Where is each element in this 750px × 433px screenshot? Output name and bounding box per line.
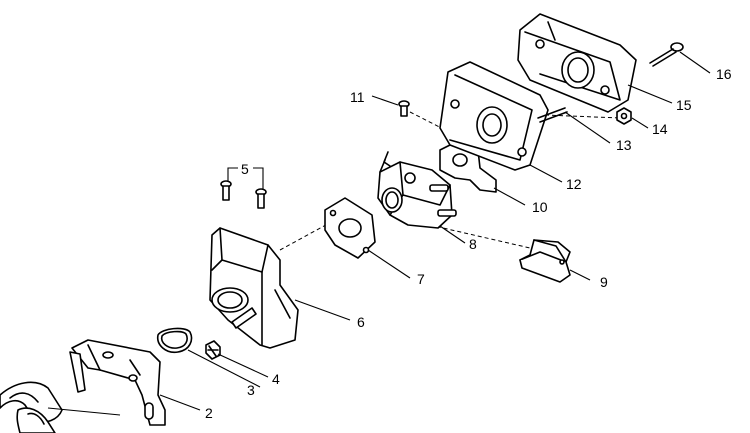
carburetor-bracket-part [69, 339, 166, 426]
callout-14: 14 [652, 121, 668, 137]
callout-16: 16 [716, 66, 732, 82]
air-filter-cover-part [517, 13, 637, 113]
nut-small-part [616, 107, 632, 125]
leader-lines [47, 51, 711, 416]
callout-15: 15 [676, 97, 692, 113]
callout-6: 6 [357, 314, 365, 330]
callout-13: 13 [616, 137, 632, 153]
callout-4: 4 [272, 371, 280, 387]
nut-part [205, 340, 221, 360]
carburetor-gasket-part [324, 197, 376, 259]
callout-7: 7 [417, 271, 425, 287]
o-ring-gasket-part [156, 327, 193, 354]
screw-pair-part [220, 180, 267, 209]
callout-10: 10 [532, 199, 548, 215]
bolt-part [649, 42, 684, 67]
intake-boot-part [0, 381, 63, 433]
screw-part [398, 100, 410, 117]
callout-9: 9 [600, 274, 608, 290]
callout-12: 12 [566, 176, 582, 192]
callout-8: 8 [469, 236, 477, 252]
carburetor-housing-part [209, 227, 299, 349]
stud-part [537, 107, 568, 123]
callout-2: 2 [205, 405, 213, 421]
callout-3: 3 [247, 382, 255, 398]
callout-11: 11 [350, 89, 365, 105]
carburetor-part [377, 151, 457, 229]
callout-labels: 2 3 4 5 6 7 8 9 10 11 12 13 14 15 16 [205, 66, 732, 421]
callout-5: 5 [241, 161, 249, 177]
throttle-tab-part [519, 239, 571, 283]
